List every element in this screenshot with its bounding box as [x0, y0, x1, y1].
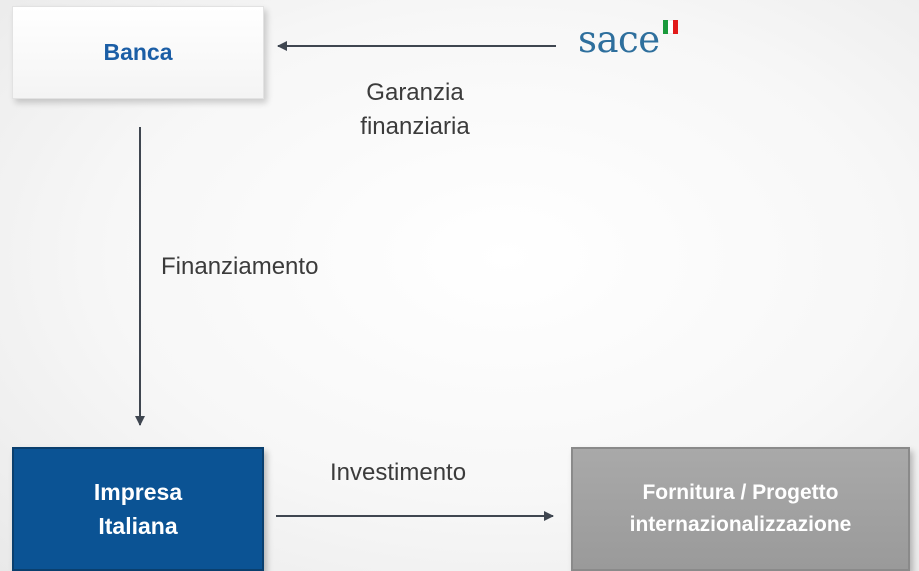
node-fornitura-progetto: Fornitura / Progetto internazionalizzazi… — [571, 447, 910, 571]
node-banca-label: Banca — [103, 39, 173, 65]
edge-label-garanzia-line1: Garanzia — [366, 79, 464, 106]
node-impresa-line2: Italiana — [98, 513, 178, 539]
node-fornitura-line1: Fornitura / Progetto — [642, 481, 839, 504]
italian-flag-icon — [662, 20, 678, 34]
node-impresa-line1: Impresa — [93, 479, 183, 505]
flag-stripe-white — [667, 20, 673, 34]
node-fornitura-line2: internazionalizzazione — [629, 513, 852, 536]
edge-label-finanziamento: Finanziamento — [161, 253, 319, 280]
node-impresa-italiana: Impresa Italiana — [12, 447, 264, 571]
sace-logo: sace — [578, 18, 678, 68]
edge-label-garanzia-line2: finanziaria — [360, 113, 470, 140]
edge-label-garanzia: Garanzia finanziaria — [330, 76, 500, 144]
flag-stripe-green — [662, 20, 668, 34]
sace-logo-text: sace — [578, 18, 660, 61]
node-banca: Banca — [12, 6, 264, 99]
edge-label-investimento: Investimento — [330, 459, 467, 486]
flag-stripe-red — [672, 20, 678, 34]
